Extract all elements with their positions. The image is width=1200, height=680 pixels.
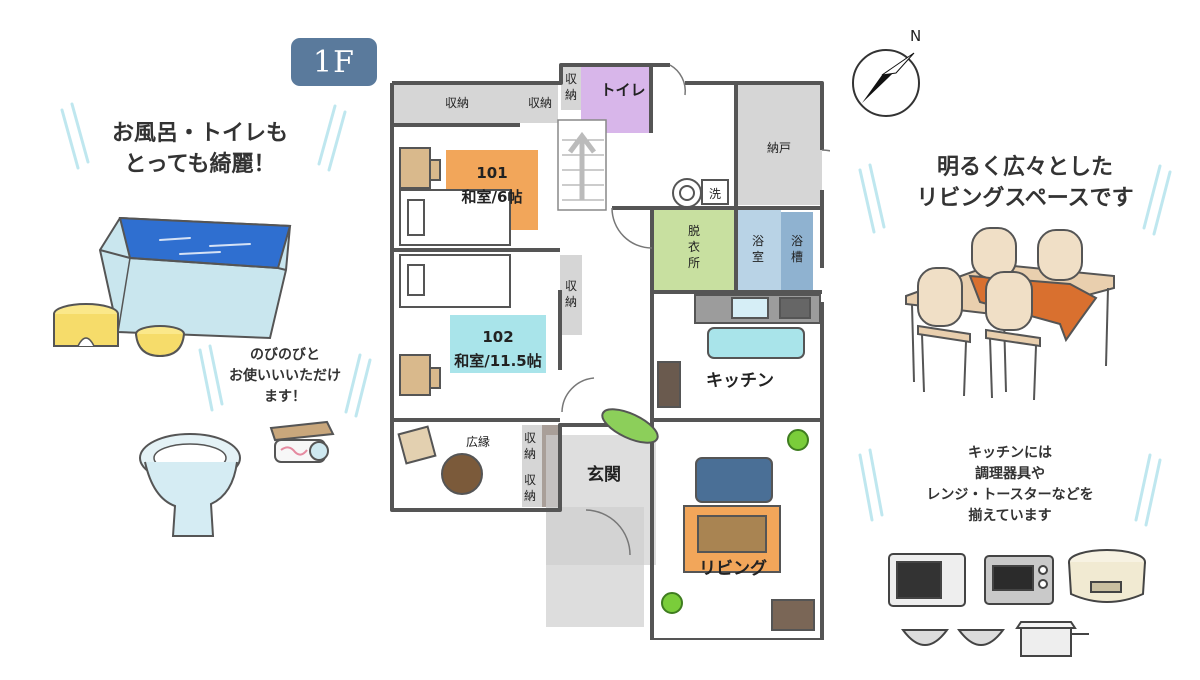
bowl-icon [957, 629, 1005, 646]
label-storage-low-b-1: 収 [524, 473, 536, 487]
toilet-illustration [139, 433, 241, 537]
label-storage-top: 収納 [445, 96, 469, 110]
pot-icon [1020, 627, 1072, 657]
compass: N [852, 27, 921, 117]
label-storage-vertical-top-2: 納 [565, 88, 577, 102]
label-storage-mid-2: 納 [565, 295, 577, 309]
label-entrance: 玄関 [587, 464, 621, 485]
dressing-area [652, 208, 736, 292]
kitchen-appliances-illustration [888, 549, 1146, 657]
caption-living: 明るく広々とした リビングスペースです [916, 155, 1134, 211]
toilet-paper-illustration [269, 420, 335, 463]
dining-set-illustration [905, 227, 1115, 401]
plant-icon [661, 592, 683, 614]
storage-top-area [392, 83, 522, 123]
compass-label: N [910, 27, 921, 45]
label-tub-2: 槽 [791, 250, 803, 264]
label-tub-1: 浴 [791, 234, 803, 248]
label-toilet: トイレ [600, 81, 645, 99]
bath-area [736, 208, 781, 292]
storage-vertical-top-area [561, 65, 581, 110]
label-living: リビング [699, 558, 767, 579]
label-dressing-3: 所 [688, 256, 700, 270]
storage-top-small-area [522, 83, 558, 123]
label-storage-mid-1: 収 [565, 279, 577, 293]
floor-badge: 1F [291, 38, 377, 86]
nando-area [736, 83, 822, 205]
label-storage-low-a-2: 納 [524, 447, 536, 461]
plant-icon [787, 429, 809, 451]
caption-relax: のびのびと お使いいいただけ ます！ [229, 347, 341, 405]
label-wash: 洗 [709, 187, 721, 201]
caption-kitchen: キッチンには 調理器具や レンジ・トースターなどを 揃えています [926, 445, 1094, 524]
stairs-arrow-icon [568, 131, 596, 200]
label-storage-top-small: 収納 [528, 96, 552, 110]
floor-plan: 収納 収納 収 納 納戸 洗 脱 衣 所 浴 室 浴 槽 収 納 広縁 収 納 … [390, 63, 830, 640]
label-nando: 納戸 [767, 141, 791, 155]
label-bath-2: 室 [752, 249, 764, 264]
label-bath-1: 浴 [752, 234, 764, 248]
tub-area [781, 212, 813, 292]
label-dressing-2: 衣 [688, 239, 700, 254]
entrance-porch-area [546, 507, 644, 627]
room102-highlight [450, 315, 546, 373]
bowl-icon [901, 629, 949, 646]
label-room102-number: 102 [482, 328, 513, 346]
label-room101-name: 和室/6帖 [462, 188, 523, 206]
bath-stool-illustration [53, 303, 185, 358]
label-storage-vertical-top-1: 収 [565, 72, 577, 86]
caption-bath-toilet: お風呂・トイレも とっても綺麗！ [111, 121, 288, 177]
label-dressing-1: 脱 [688, 223, 700, 238]
label-storage-low-b-2: 納 [524, 489, 536, 503]
label-room102-name: 和室/11.5帖 [454, 352, 542, 370]
bathtub-illustration [98, 216, 292, 340]
storage-mid-area [560, 255, 582, 335]
label-kitchen: キッチン [706, 371, 774, 391]
label-engawa: 広縁 [466, 434, 490, 449]
label-room101-number: 101 [476, 164, 507, 182]
label-storage-low-a-1: 収 [524, 431, 536, 445]
